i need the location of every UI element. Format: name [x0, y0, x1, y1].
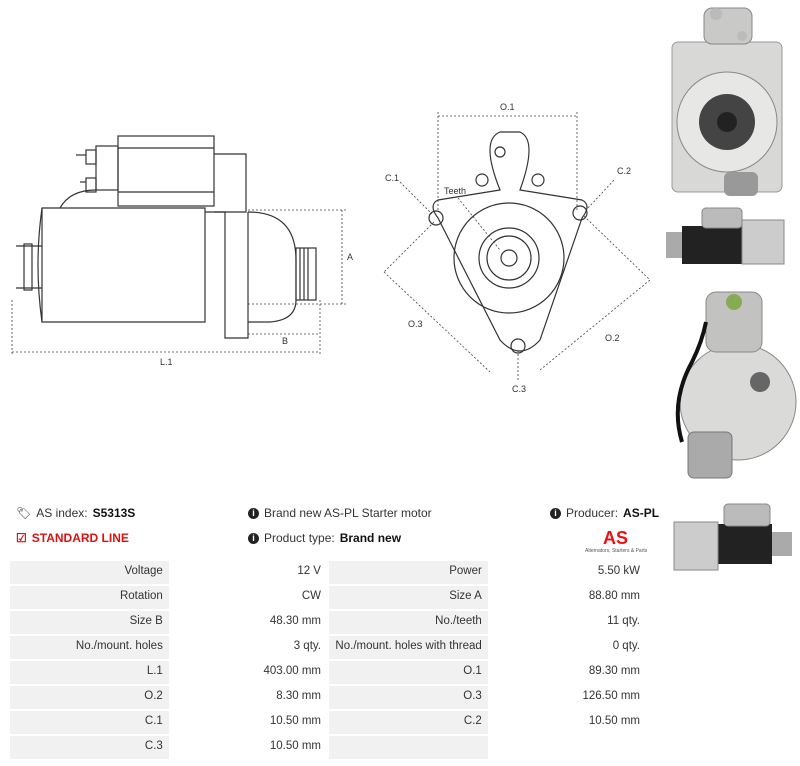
- spec-value: 8.30 mm: [170, 686, 327, 709]
- tag-icon: 🏷: [16, 506, 32, 520]
- logo-tagline: Alternators, Starters & Parts: [585, 548, 648, 554]
- dim-c1-label: C.1: [385, 173, 399, 183]
- dim-o2-label: O.2: [605, 333, 620, 343]
- spec-label: C.2: [328, 711, 488, 734]
- spec-value: 12 V: [170, 561, 327, 584]
- spec-value: 5.50 kW: [489, 561, 646, 584]
- as-pl-logo: AS Alternators, Starters & Parts: [585, 528, 648, 554]
- spec-value: 403.00 mm: [170, 661, 327, 684]
- product-photo-angle[interactable]: [664, 500, 798, 580]
- spec-label: L.1: [10, 661, 169, 684]
- spec-value: 10.50 mm: [170, 736, 327, 759]
- product-type-value: Brand new: [339, 531, 402, 545]
- spec-label: C.3: [10, 736, 169, 759]
- product-type: i Product type: Brand new: [248, 531, 401, 545]
- spec-label: Power: [328, 561, 488, 584]
- as-index: 🏷 AS index: S5313S: [16, 506, 135, 520]
- product-photo-side[interactable]: [662, 206, 798, 274]
- description: i Brand new AS-PL Starter motor: [248, 506, 432, 520]
- dim-c3-label: C.3: [512, 384, 526, 394]
- producer-label: Producer:: [566, 506, 619, 520]
- dim-c2-label: C.2: [617, 166, 631, 176]
- logo-text: AS: [603, 528, 628, 548]
- spec-label: No./mount. holes: [10, 636, 169, 659]
- spec-value: 10.50 mm: [489, 711, 646, 734]
- standard-line: ☑ STANDARD LINE: [16, 531, 129, 545]
- spec-value: 10.50 mm: [170, 711, 327, 734]
- dim-o1-label: O.1: [500, 102, 515, 112]
- spec-label: Size A: [328, 586, 488, 609]
- as-index-value: S5313S: [92, 506, 136, 520]
- dim-a-label: A: [347, 252, 353, 262]
- producer: i Producer: AS-PL: [550, 506, 659, 520]
- product-type-label: Product type:: [264, 531, 335, 545]
- dim-l1-label: L.1: [160, 357, 173, 367]
- teeth-label: Teeth: [444, 186, 466, 196]
- spec-value: 88.80 mm: [489, 586, 646, 609]
- spec-label: Size B: [10, 611, 169, 634]
- spec-value: 3 qty.: [170, 636, 327, 659]
- spec-label: Voltage: [10, 561, 169, 584]
- description-text: Brand new AS-PL Starter motor: [264, 506, 432, 520]
- spec-label: No./mount. holes with thread: [328, 636, 488, 659]
- spec-value: 11 qty.: [489, 611, 646, 634]
- product-photo-rear[interactable]: [662, 282, 798, 492]
- spec-value: 126.50 mm: [489, 686, 646, 709]
- product-photo-front[interactable]: [662, 2, 798, 202]
- spec-value: 0 qty.: [489, 636, 646, 659]
- spec-value: 48.30 mm: [170, 611, 327, 634]
- spec-label: No./teeth: [328, 611, 488, 634]
- front-view-drawing: O.1 C.1 C.2 Teeth O.3 O.2 C.3: [383, 102, 651, 394]
- spec-value: CW: [170, 586, 327, 609]
- dim-b-label: B: [282, 336, 288, 346]
- dim-o3-label: O.3: [408, 319, 423, 329]
- spec-label: [328, 736, 488, 759]
- producer-value: AS-PL: [623, 506, 660, 520]
- info-icon: i: [248, 507, 259, 519]
- spec-label: O.3: [328, 686, 488, 709]
- spec-label: C.1: [10, 711, 169, 734]
- spec-label: O.2: [10, 686, 169, 709]
- info-icon: i: [248, 532, 259, 544]
- spec-label: Rotation: [10, 586, 169, 609]
- spec-value: 89.30 mm: [489, 661, 646, 684]
- side-view-drawing: L.1 A B: [11, 135, 353, 367]
- spec-value: [489, 736, 646, 759]
- as-index-label: AS index:: [36, 506, 88, 520]
- checkbox-icon: ☑: [16, 531, 27, 545]
- standard-line-label: STANDARD LINE: [31, 531, 129, 545]
- info-icon: i: [550, 507, 561, 519]
- spec-label: O.1: [328, 661, 488, 684]
